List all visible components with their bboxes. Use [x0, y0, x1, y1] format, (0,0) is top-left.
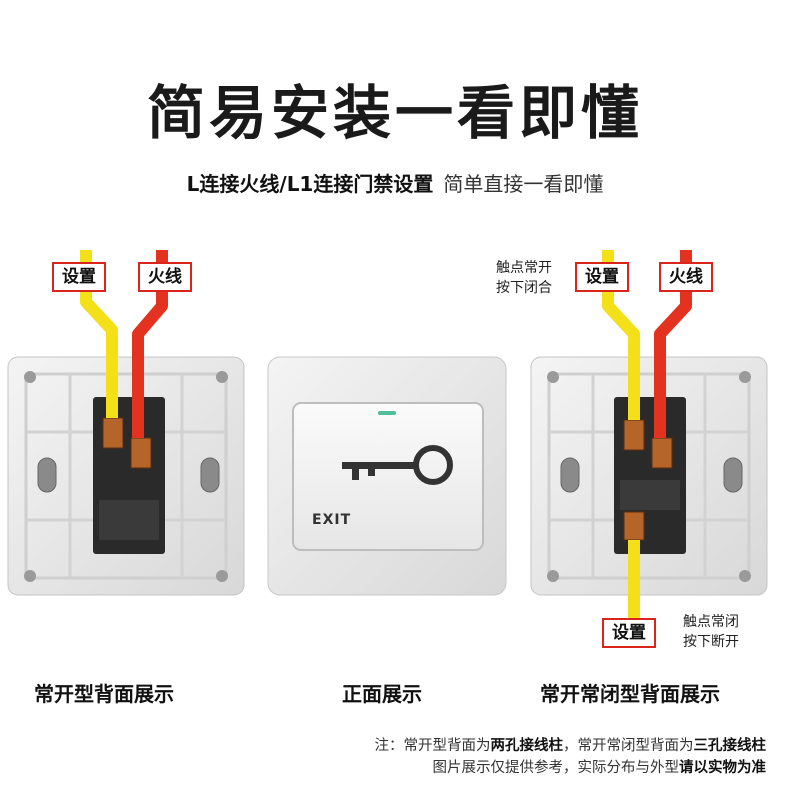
footer-line1-d: 三孔接线柱: [693, 738, 767, 754]
left-tag-setting: 设置: [52, 262, 106, 292]
footer-line2: 图片展示仅提供参考，实际分布与外型请以实物为准: [433, 756, 767, 777]
footer-line1: 注：常开型背面为两孔接线柱，常开常闭型背面为三孔接线柱: [375, 734, 767, 755]
right-note-top-line2: 按下闭合: [496, 280, 552, 296]
right-tag-setting: 设置: [575, 262, 629, 292]
key-icon: [342, 445, 453, 485]
footer-line1-c: ，常开常闭型背面为: [563, 738, 694, 754]
page-title: 简易安装一看即懂: [146, 79, 643, 147]
footer-line1-a: 注：常开型背面为: [374, 738, 491, 754]
right-tag-live: 火线: [659, 262, 713, 292]
footer-line1-b: 两孔接线柱: [490, 738, 564, 754]
right-note-top: 触点常开 按下闭合: [496, 258, 552, 298]
right-note-bottom: 触点常闭 按下断开: [683, 612, 739, 652]
subtitle: L连接火线/L1连接门禁设置简单直接一看即懂: [0, 168, 790, 197]
exit-label: EXIT: [312, 512, 352, 528]
right-note-bottom-line1: 触点常闭: [683, 614, 739, 630]
caption-left: 常开型背面展示: [34, 682, 174, 706]
right-switch-back: [530, 356, 768, 596]
caption-middle: 正面展示: [342, 682, 422, 706]
right-note-top-line1: 触点常开: [496, 260, 552, 276]
right-tag-setting-bottom: 设置: [602, 618, 656, 648]
left-switch-back: [7, 356, 245, 596]
footer-line2-b: 请以实物为准: [679, 760, 766, 776]
left-tag-live: 火线: [138, 262, 192, 292]
subtitle-light: 简单直接一看即懂: [443, 172, 604, 196]
footer-line2-a: 图片展示仅提供参考，实际分布与外型: [432, 760, 680, 776]
caption-right: 常开常闭型背面展示: [540, 682, 720, 706]
right-note-bottom-line2: 按下断开: [683, 634, 739, 650]
subtitle-bold: L连接火线/L1连接门禁设置: [186, 172, 434, 196]
middle-switch-front: [267, 356, 507, 596]
